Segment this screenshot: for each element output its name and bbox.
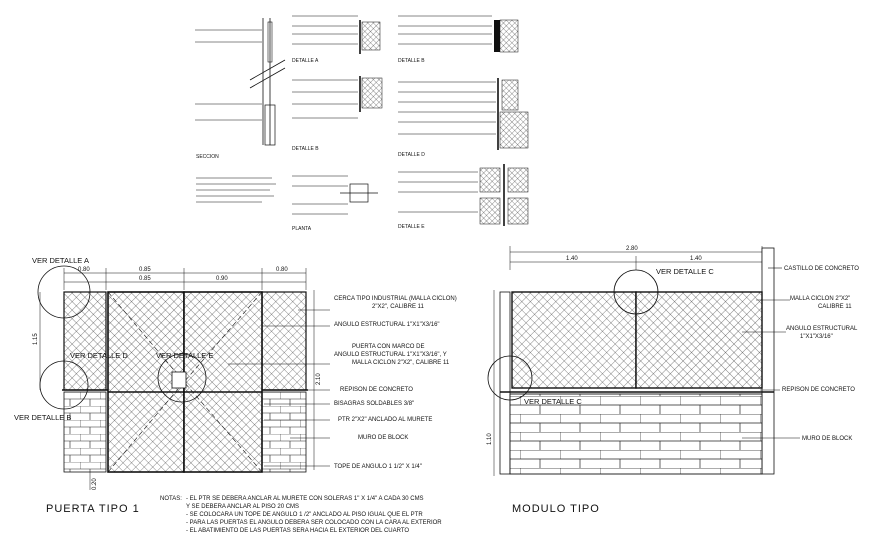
detalle-e-detail: DETALLE E (398, 164, 529, 230)
modulo-mesh-left (511, 291, 637, 389)
callout-malla-ciclon: MALLA CICLON 2"X2" (790, 296, 850, 302)
dim-0-20: 0.20 (92, 478, 98, 490)
detalle-b-middle: DETALLE B (292, 76, 383, 152)
seccion-notes-block (196, 177, 276, 203)
ver-detalle-c-bottom: VER DETALLE C (524, 397, 582, 406)
dim-0-80-right: 0.80 (276, 267, 288, 273)
puerta-tipo-1-elevation: 0.80 0.85 0.85 0.90 0.80 1.15 0.20 2.10 (14, 256, 457, 515)
detail-circle-b (39, 360, 89, 410)
callout-cerca-calibre: 2"X2", CALIBRE 11 (372, 304, 425, 310)
door-leaf-left (107, 291, 185, 473)
detail-circle-a (37, 265, 91, 319)
puerta-title: PUERTA TIPO 1 (46, 503, 140, 515)
callout-puerta-marco: PUERTA CON MARCO DE (352, 344, 424, 350)
nota-3: - PARA LAS PUERTAS EL ANGULO DEBERA SER … (186, 520, 442, 526)
callout-bisagras: BISAGRAS SOLDABLES 3/8" (334, 401, 414, 407)
callout-angulo: ANGULO ESTRUCTURAL 1"X1"X3/16" (334, 322, 440, 328)
modulo-block-wall (509, 393, 763, 475)
detalle-a-detail: DETALLE A (292, 15, 381, 64)
notas-block: NOTAS: - EL PTR SE DEBERA ANCLAR AL MURE… (160, 496, 442, 534)
nota-4: - EL ABATIMIENTO DE LAS PUERTAS SERA HAC… (186, 528, 409, 534)
castillo-right (761, 247, 775, 475)
callout-puerta-malla: MALLA CICLON 2"X2", CALIBRE 11 (352, 360, 450, 366)
modulo-mesh-right (635, 291, 763, 389)
top-details-group: SECCION DETALLE A DETALLE B (195, 15, 529, 232)
block-wall-right (261, 391, 307, 473)
detalle-a-label: DETALLE A (292, 58, 319, 64)
planta-detail: PLANTA (292, 175, 378, 232)
modulo-tipo-elevation: 2.80 1.40 1.40 1.10 VER DETALLE C VER DE… (487, 246, 859, 515)
dim-2-10: 2.10 (316, 373, 322, 385)
detalle-b-upper: DETALLE B (398, 15, 519, 64)
nota-2: - SE COLOCARA UN TOPE DE ANGULO 1 /2" AN… (186, 512, 423, 518)
ver-detalle-a-label: VER DETALLE A (32, 256, 89, 265)
dim-0-85-b: 0.85 (139, 276, 151, 282)
detail-circle-c-top (613, 269, 659, 315)
detail-circle-c-bottom (487, 355, 533, 401)
nota-1: - EL PTR SE DEBERA ANCLAR AL MURETE CON … (186, 496, 424, 502)
dim-2-80: 2.80 (626, 246, 638, 252)
ver-detalle-c-top: VER DETALLE C (656, 267, 714, 276)
callout-cerca-tipo: CERCA TIPO INDUSTRIAL (MALLA CICLON) (334, 296, 457, 302)
dim-0-85-a: 0.85 (139, 267, 151, 273)
seccion-label: SECCION (196, 154, 219, 160)
callout-tope: TOPE DE ANGULO 1 1/2" X 1/4" (334, 464, 422, 470)
callout-puerta-angulo: ANGULO ESTRUCTURAL 1"X1"X3/16", Y (334, 352, 447, 358)
detalle-d-label: DETALLE D (398, 152, 425, 158)
seccion-detail: SECCION (195, 18, 286, 160)
callout-angulo-estructural: ANGULO ESTRUCTURAL (786, 326, 858, 332)
block-wall-left (63, 391, 107, 473)
dim-0-90: 0.90 (216, 276, 228, 282)
callout-castillo: CASTILLO DE CONCRETO (784, 266, 859, 272)
detalle-b-label-2: DETALLE B (292, 146, 319, 152)
dim-1-40-right: 1.40 (690, 256, 702, 262)
fence-panel-right (261, 291, 307, 391)
castillo-left (499, 291, 511, 475)
dim-modulo-1-10: 1.10 (487, 433, 493, 445)
callout-repison-modulo: REPISON DE CONCRETO (782, 387, 855, 393)
door-leaf-right (183, 291, 263, 473)
callout-calibre: CALIBRE 11 (818, 304, 852, 310)
planta-label: PLANTA (292, 226, 312, 232)
door-latch (171, 371, 187, 389)
detail-circle-d (157, 353, 207, 403)
fence-panel-left (63, 291, 107, 391)
callout-repison: REPISON DE CONCRETO (340, 387, 413, 393)
callout-muro: MURO DE BLOCK (358, 435, 408, 441)
detalle-b-label-1: DETALLE B (398, 58, 425, 64)
ver-detalle-b-label: VER DETALLE B (14, 413, 71, 422)
ver-detalle-e-label: VER DETALLE E (156, 351, 213, 360)
nota-1b: Y SE DEBERA ANCLAR AL PISO 20 CMS (186, 504, 299, 510)
callout-angulo-size: 1"X1"X3/16" (800, 334, 833, 340)
dim-1-40-left: 1.40 (566, 256, 578, 262)
dim-0-80-left: 0.80 (78, 267, 90, 273)
modulo-title: MODULO TIPO (512, 503, 600, 515)
callout-ptr: PTR 2"X2" ANCLADO AL MURETE (338, 417, 432, 423)
detalle-e-label: DETALLE E (398, 224, 425, 230)
ver-detalle-d-label: VER DETALLE D (70, 351, 128, 360)
detalle-d-detail: DETALLE D (398, 78, 529, 158)
callout-muro-block: MURO DE BLOCK (802, 436, 852, 442)
dim-1-15: 1.15 (33, 333, 39, 345)
notas-label: NOTAS: (160, 496, 182, 502)
